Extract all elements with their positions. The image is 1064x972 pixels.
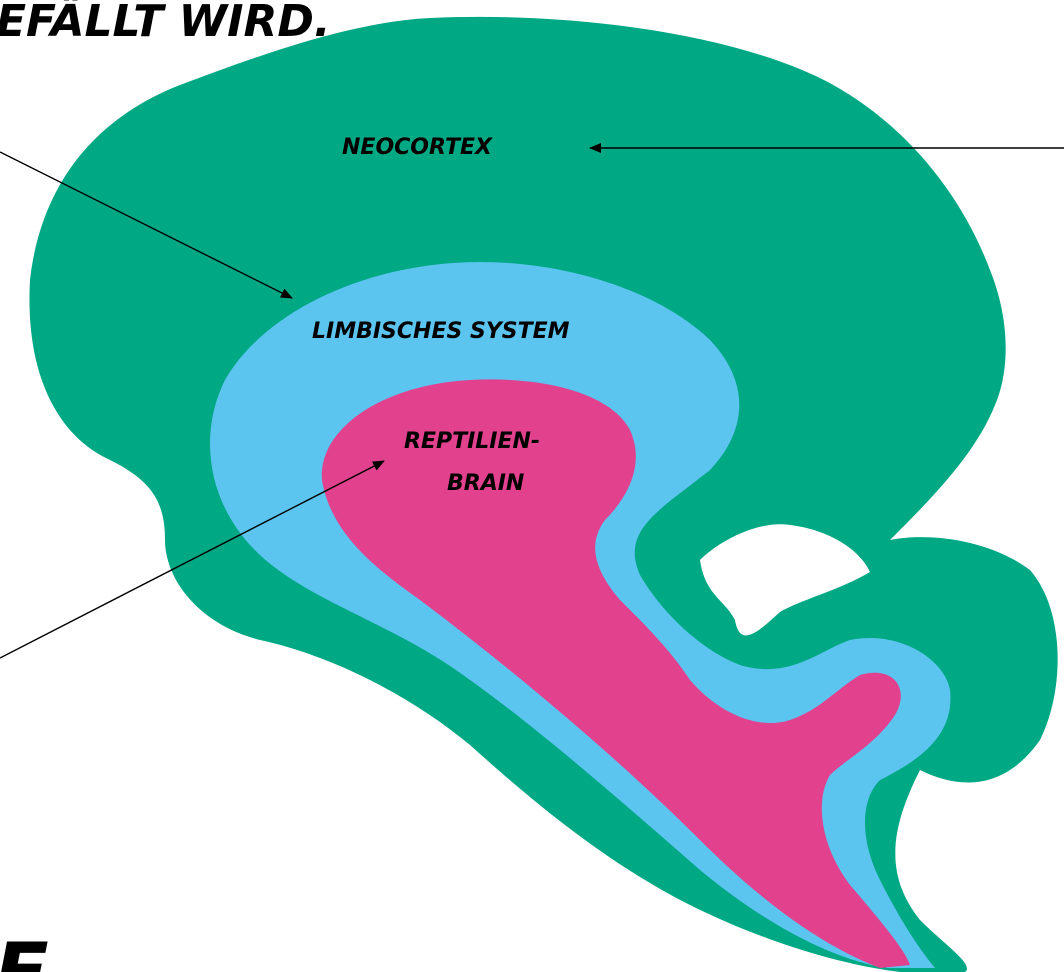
limbic-system-label: LIMBISCHES SYSTEM [312, 319, 570, 344]
headline-bottom: E [0, 926, 49, 972]
neocortex-label: NEOCORTEX [342, 135, 493, 160]
reptilian-brain-label-line2: BRAIN [447, 471, 524, 496]
reptilian-brain-label-line1: REPTILIEN- [404, 429, 540, 454]
headline-top: EFÄLLT WIRD. [0, 0, 331, 47]
